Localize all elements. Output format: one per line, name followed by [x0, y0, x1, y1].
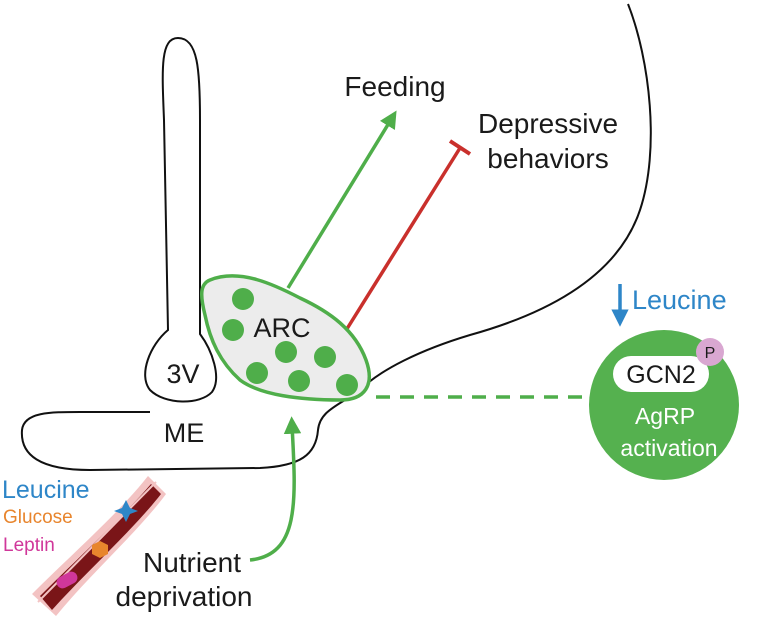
arc-label: ARC: [253, 313, 310, 343]
leucine-left-label: Leucine: [2, 476, 90, 504]
neuron-dot: [336, 374, 358, 396]
neuron-dot: [288, 370, 310, 392]
gcn2-label: GCN2: [626, 361, 695, 389]
neuron-dot: [275, 341, 297, 363]
depressive-label-line1: Depressive: [478, 108, 618, 139]
feeding-arrow: [286, 110, 397, 289]
inhibition-bar: [448, 139, 472, 156]
neuron-dot: [222, 319, 244, 341]
depressive-label-line2: behaviors: [487, 143, 608, 174]
leptin-pill-icon: [56, 571, 78, 589]
nutrient-label-line1: Nutrient: [143, 547, 241, 578]
third-ventricle-label: 3V: [166, 359, 199, 389]
neuron-dot: [314, 346, 336, 368]
leucine-right-label: Leucine: [632, 285, 727, 315]
feeding-label: Feeding: [344, 71, 445, 102]
agrp-label-line2: activation: [620, 435, 717, 461]
neuron-dot: [246, 362, 268, 384]
leucine-star-icon: [114, 500, 138, 522]
depressive-inhibition-line: [338, 147, 462, 341]
phospho-badge: [696, 338, 724, 366]
glucose-label: Glucose: [3, 507, 73, 528]
median-eminence-label: ME: [164, 418, 205, 448]
agrp-label-line1: AgRP: [635, 403, 695, 429]
glucose-hexagon-icon: [92, 541, 108, 558]
gcn2-pill: [613, 356, 709, 392]
neuron-dot: [232, 288, 254, 310]
third-ventricle-outline: [144, 36, 217, 403]
phospho-label: P: [705, 345, 716, 362]
nutrient-label-line2: deprivation: [116, 581, 253, 612]
nutrient-arrow: [249, 416, 302, 562]
leptin-label: Leptin: [3, 535, 55, 556]
arc-neurons: [222, 288, 358, 396]
